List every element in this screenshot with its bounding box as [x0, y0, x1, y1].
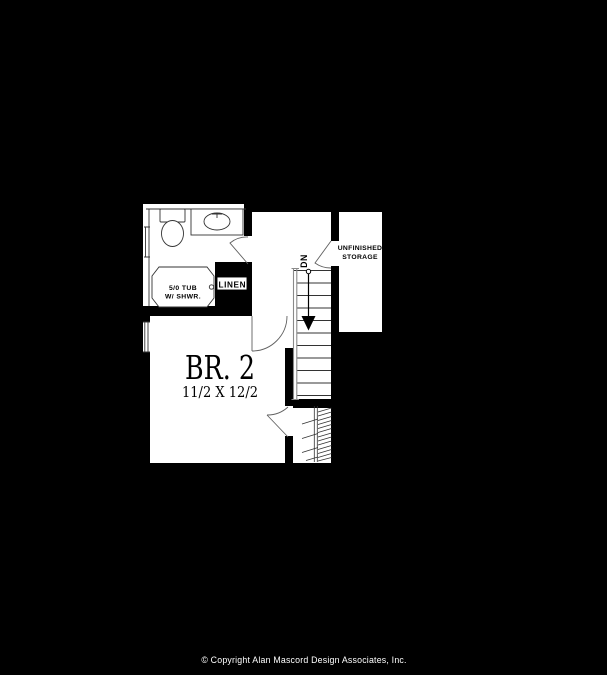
linen-label: LINEN [219, 281, 246, 290]
hatch-lines [301, 407, 332, 462]
stair-railing [291, 267, 299, 401]
wall-bedroom-left [143, 306, 150, 463]
bedroom-window-gap [143, 322, 150, 352]
bedroom-door [251, 315, 288, 352]
copyright-text: © Copyright Alan Mascord Design Associat… [201, 655, 406, 665]
down-arrow-icon [301, 316, 316, 331]
fixture-layer [151, 208, 244, 308]
wall-bedroom-right-upper [285, 348, 293, 406]
wall-bedroom-right-lower [285, 436, 293, 463]
tub-icon [151, 266, 215, 308]
storage-floor-area [331, 211, 382, 332]
sink-icon [203, 212, 231, 231]
wall-storage-upper [331, 211, 339, 241]
wall-top [248, 204, 382, 212]
tub-label-line1: 5/0 TUB [169, 285, 197, 292]
wall-stair-right [331, 266, 339, 463]
door-layer [229, 236, 332, 438]
bedroom-dimensions: 11/2 X 12/2 [182, 385, 258, 401]
linen-label-box [216, 276, 248, 291]
closet-hatch [301, 406, 332, 462]
wall-stair-bottom [293, 399, 331, 408]
stairs [291, 267, 331, 401]
tub-label-line2: W/ SHWR. [165, 294, 201, 301]
wall-bath-hall [244, 204, 252, 236]
closet-door [266, 406, 289, 438]
bathroom-door [229, 236, 249, 265]
floor-layer [143, 204, 382, 463]
storage-label-line2: STORAGE [342, 254, 378, 261]
stairs-dn-label: DN [299, 254, 309, 268]
main-floor-area [143, 204, 333, 463]
wall-bath-bedroom [143, 306, 252, 316]
bedroom-label: BR. 2 [185, 348, 255, 387]
storage-door [314, 240, 332, 269]
tub-faucet-icon [208, 284, 215, 290]
storage-label-line1: UNFINISHED [338, 245, 383, 252]
toilet-bowl-icon [161, 220, 184, 247]
bedroom-window-icon [143, 321, 150, 353]
stair-treads [293, 270, 331, 396]
stair-arrow-origin [305, 268, 312, 275]
sink-faucet-icon [212, 213, 222, 218]
